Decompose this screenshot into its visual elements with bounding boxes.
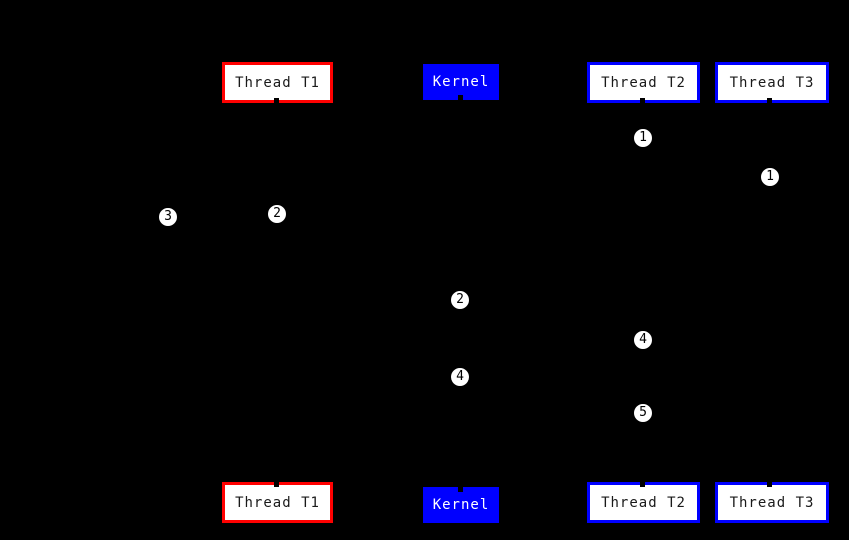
event-marker-4-kernel: 4 bbox=[450, 367, 470, 387]
lifeline-notch-t3-bottom bbox=[767, 482, 772, 487]
event-marker-1-t2: 1 bbox=[633, 128, 653, 148]
lifeline-notch-t1-top bbox=[274, 98, 279, 103]
lifeline-notch-t2-bottom bbox=[640, 482, 645, 487]
lifeline-notch-kernel-bottom bbox=[458, 487, 463, 492]
participant-box-thread-t3-top: Thread T3 bbox=[715, 62, 829, 103]
event-marker-5-t2: 5 bbox=[633, 403, 653, 423]
lifeline-notch-t3-top bbox=[767, 98, 772, 103]
participant-box-kernel-top: Kernel bbox=[423, 64, 499, 100]
participant-box-thread-t2-bottom: Thread T2 bbox=[587, 482, 700, 523]
event-marker-2-kernel: 2 bbox=[450, 290, 470, 310]
lifeline-notch-t1-bottom bbox=[274, 482, 279, 487]
event-marker-3-left: 3 bbox=[158, 207, 178, 227]
participant-box-thread-t3-bottom: Thread T3 bbox=[715, 482, 829, 523]
event-marker-4-t2: 4 bbox=[633, 330, 653, 350]
participant-box-thread-t1-top: Thread T1 bbox=[222, 62, 333, 103]
event-marker-1-t3: 1 bbox=[760, 167, 780, 187]
event-marker-2-t1: 2 bbox=[267, 204, 287, 224]
participant-box-thread-t2-top: Thread T2 bbox=[587, 62, 700, 103]
participant-box-thread-t1-bottom: Thread T1 bbox=[222, 482, 333, 523]
lifeline-notch-kernel-top bbox=[458, 95, 463, 100]
lifeline-notch-t2-top bbox=[640, 98, 645, 103]
participant-box-kernel-bottom: Kernel bbox=[423, 487, 499, 523]
